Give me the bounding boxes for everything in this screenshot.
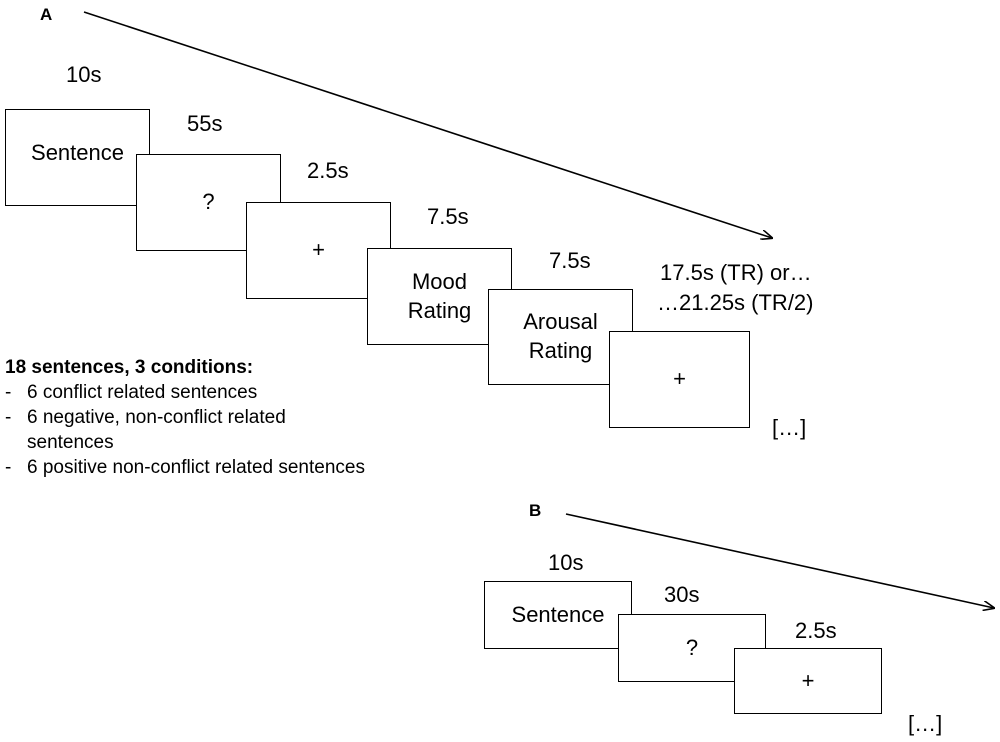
timing-sentence-b: 10s xyxy=(548,550,584,575)
condition-bullet: - xyxy=(5,457,12,479)
time-arrow-a xyxy=(83,11,772,238)
condition-text: 6 negative, non-conflict related sentenc… xyxy=(27,407,286,454)
arousal-rating-text: Arousal Rating xyxy=(523,309,598,363)
time-arrow-b xyxy=(565,513,994,608)
condition-text: 6 conflict related sentences xyxy=(27,382,258,404)
mood-rating-text: Mood Rating xyxy=(407,268,472,323)
panel-a-label: A xyxy=(40,5,53,24)
fixation-cross-b: + xyxy=(801,667,815,693)
timing-question: 55s xyxy=(187,111,223,136)
timing-sentence: 10s xyxy=(66,62,102,87)
timing-fixation: 2.5s xyxy=(307,158,349,183)
timing-question-b: 30s xyxy=(664,582,700,607)
question-mark-b: ? xyxy=(685,634,699,660)
conditions-list: 18 sentences, 3 conditions: - 6 conflict… xyxy=(5,355,365,480)
timing-final-tr-half: …21.25s (TR/2) xyxy=(657,290,814,315)
timing-mood: 7.5s xyxy=(427,204,469,229)
screen-fixation: + xyxy=(246,202,391,299)
screen-sentence-text: Sentence xyxy=(31,140,124,166)
condition-bullet: - xyxy=(5,382,12,404)
question-mark: ? xyxy=(202,189,215,215)
condition-item: - 6 positive non-conflict related senten… xyxy=(5,455,365,480)
condition-item: - 6 conflict related sentences xyxy=(5,380,365,405)
screen-fixation-b: + xyxy=(734,648,882,714)
conditions-heading: 18 sentences, 3 conditions: xyxy=(5,357,254,378)
timing-fixation-b: 2.5s xyxy=(795,618,837,643)
condition-bullet: - xyxy=(5,407,12,429)
panel-b-label: B xyxy=(529,501,542,520)
screen-fixation-final: + xyxy=(609,331,750,428)
screen-sentence: Sentence xyxy=(5,109,150,206)
fixation-cross: + xyxy=(312,237,325,263)
condition-text: 6 positive non-conflict related sentence… xyxy=(27,457,365,479)
screen-arousal-rating: Arousal Rating xyxy=(488,289,633,385)
continuation-a: […] xyxy=(772,415,807,440)
screen-sentence-b-text: Sentence xyxy=(511,601,605,627)
condition-item: - 6 negative, non-conflict related sente… xyxy=(5,405,365,455)
timing-final-tr: 17.5s (TR) or… xyxy=(660,260,812,285)
continuation-b: […] xyxy=(908,711,943,736)
timing-arousal: 7.5s xyxy=(549,248,591,273)
fixation-cross-final: + xyxy=(673,366,686,392)
screen-sentence-b: Sentence xyxy=(484,581,632,649)
